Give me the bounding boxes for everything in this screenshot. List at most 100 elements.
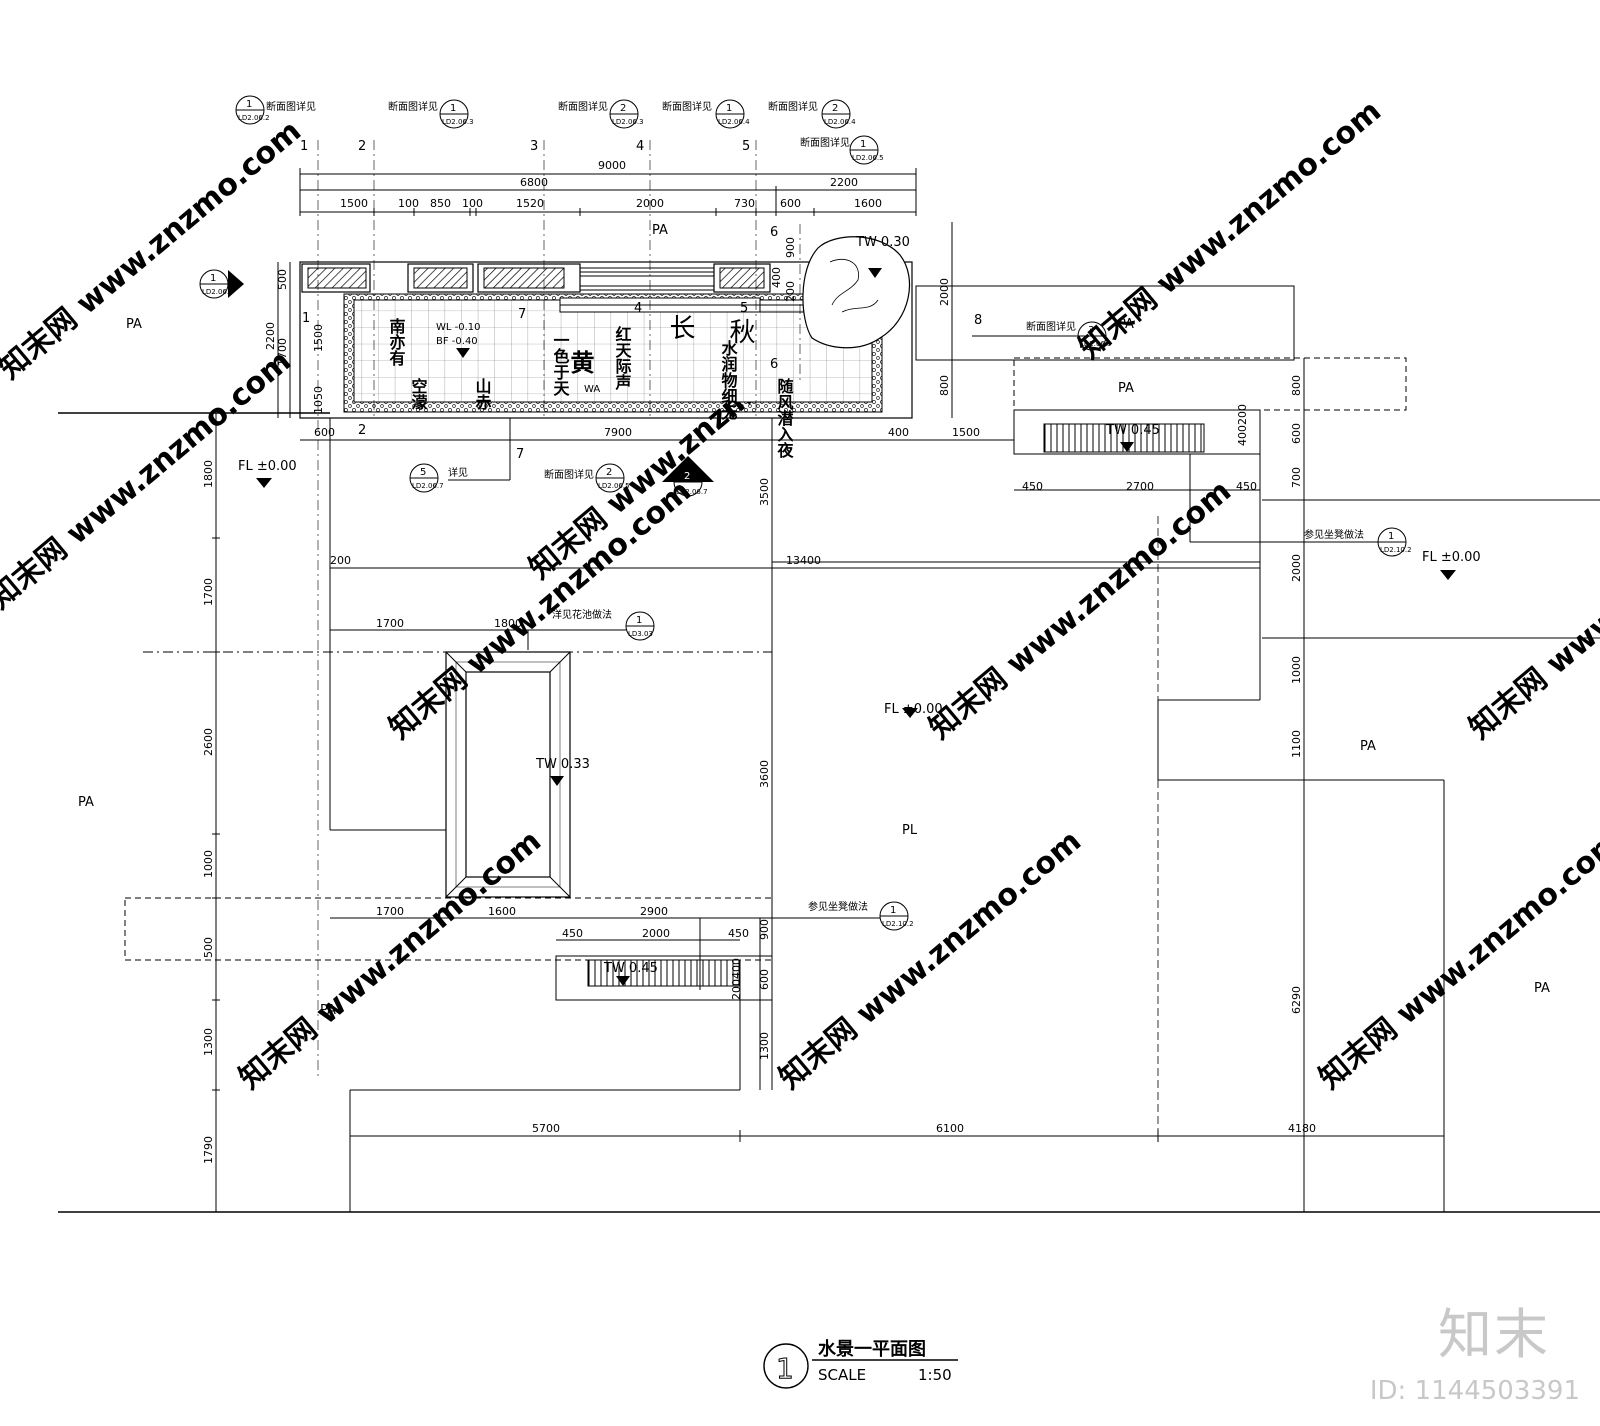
elevation-number: 1	[210, 273, 216, 284]
section-note: 断面图详见	[558, 100, 608, 113]
zone-label: PA	[1534, 981, 1550, 996]
dim-label: 600	[314, 426, 335, 439]
section-sheet: LD2.06.3	[442, 118, 474, 126]
elevation-mark-left: 1 LD2.06.7	[199, 269, 244, 299]
dim-label: 3500	[758, 478, 771, 506]
dim-label: 2200	[264, 322, 277, 350]
zone-label: PL	[902, 823, 918, 838]
axis-label: 6	[770, 357, 778, 372]
watermark-text: 知末网 www.znzmo.com	[383, 474, 698, 747]
level-label: TW 0.30	[855, 235, 910, 250]
watermark-text: 知末网 www.znzmo.com	[923, 474, 1238, 747]
level-marks: TW 0.30 WL -0.10 BF -0.40 WA TW 0.45 TW …	[238, 235, 1481, 986]
dim-label: 400	[770, 267, 783, 288]
detail-number: 1	[636, 615, 642, 626]
dim-label: 100	[462, 197, 483, 210]
dim-label: 13400	[786, 554, 821, 567]
dim-label: 1800	[202, 460, 215, 488]
section-ref: 5 LD2.06.7 详见	[409, 463, 468, 493]
section-ref: 1 LD2.06.4 断面图详见	[662, 99, 750, 129]
section-number: 2	[832, 103, 838, 114]
dim-label: 450	[728, 927, 749, 940]
dim-label: 100	[398, 197, 419, 210]
section-ref: 1 LD2.06.2 断面图详见	[235, 95, 316, 125]
dim-label: 1520	[516, 197, 544, 210]
section-note: 详见	[448, 466, 468, 479]
section-ref: 2 LD2.06.4 断面图详见	[768, 99, 856, 129]
elevation-number: 2	[684, 471, 690, 482]
section-sheet: LD2.06.5	[852, 154, 884, 162]
section-number: 2	[620, 103, 626, 114]
dim-label: 2700	[1126, 480, 1154, 493]
elevation-sheet: LD2.06.7	[676, 488, 708, 496]
dim-label: 2900	[640, 905, 668, 918]
dim-label: 1600	[488, 905, 516, 918]
section-note: 断面图详见	[800, 136, 850, 149]
dim-label: 1700	[276, 338, 289, 366]
dim-label: 6290	[1290, 986, 1303, 1014]
brand-watermark: 知末	[1438, 1303, 1550, 1366]
zone-label: PA	[320, 1003, 336, 1018]
drawing-title: 水景一平面图	[818, 1338, 926, 1360]
dim-label: 3600	[758, 760, 771, 788]
section-number: 5	[420, 467, 426, 478]
axis-label: 1	[300, 139, 308, 154]
elevation-mark-bottom: 2 LD2.06.7	[662, 456, 714, 497]
dim-label: 800	[1290, 375, 1303, 396]
detail-ref-bench-bottom: 1 LD2.10.2 参见坐凳做法	[808, 900, 914, 931]
dim-label: 4180	[1288, 1122, 1316, 1135]
section-ref: 3 LD2.06.5 断面图详见	[1026, 320, 1112, 351]
watermark-text: 知末网 www.znzmo.com	[1463, 474, 1600, 747]
detail-ref-bench-top: 1 LD2.10.2 参见坐凳做法	[1304, 527, 1412, 557]
dim-label: 2000	[636, 197, 664, 210]
dim-label: 6100	[936, 1122, 964, 1135]
section-ref: 2 LD2.06.3 断面图详见	[558, 99, 644, 129]
section-note: 断面图详见	[544, 468, 594, 481]
dim-label: 600	[780, 197, 801, 210]
section-ref: 2 LD2.06.5 断面图详见	[544, 463, 630, 493]
poem-column: 水润物细无	[719, 339, 739, 421]
mid-dimensions: 600 7900 400 1500 450 2700 450 200 13400…	[314, 426, 1316, 1135]
poem-column: 南亦有	[387, 317, 406, 367]
detail-sheet: LD2.10.2	[882, 920, 914, 928]
dim-label: 1300	[202, 1028, 215, 1056]
section-sheet: LD2.06.5	[1080, 340, 1112, 348]
right-vertical-dimensions: 800 600 400200 700 2000 1000 1100 6290	[1236, 375, 1303, 1014]
poem-column: 红天际声	[613, 325, 633, 391]
section-sheet: LD2.06.3	[612, 118, 644, 126]
zone-label: PA	[1360, 739, 1376, 754]
axis-label: 4	[636, 139, 644, 154]
section-number: 3	[1088, 325, 1094, 336]
dim-label: 1000	[1290, 656, 1303, 684]
section-sheet: LD2.06.5	[598, 482, 630, 490]
detail-sheet: LD3.03	[628, 630, 653, 638]
dim-label: 400200	[1236, 404, 1249, 446]
detail-note: 参见坐凳做法	[808, 900, 868, 913]
section-number: 1	[726, 103, 732, 114]
feature-vertical-dimensions: 500 2200 1700 1500 1050 900 400 200 2000…	[264, 237, 951, 414]
zone-label: PA	[652, 223, 668, 238]
axis-label: 5	[740, 301, 748, 316]
dim-label: 850	[430, 197, 451, 210]
drawing-title-block: 1 水景一平面图 SCALE 1:50	[763, 1338, 958, 1389]
axis-label: 2	[358, 423, 366, 438]
dim-label: 1100	[1290, 730, 1303, 758]
dim-label: 450	[1022, 480, 1043, 493]
section-note: 断面图详见	[662, 100, 712, 113]
zone-label: PA	[126, 317, 142, 332]
section-sheet: LD2.06.4	[824, 118, 856, 126]
section-sheet: LD2.06.2	[238, 114, 270, 122]
dim-label: 2600	[202, 728, 215, 756]
dim-label: 2000	[1290, 554, 1303, 582]
dim-label: 900	[784, 237, 797, 258]
watermark-text: 知末网 www.znzmo.com	[1313, 824, 1600, 1097]
zone-label: PA	[1118, 317, 1134, 332]
axis-label: 6	[770, 225, 778, 240]
section-note: 断面图详见	[1026, 320, 1076, 333]
poem-inscription: 随风潜入夜 水润物细无 秋 长 红天际声 一色于天 黄 山赤 南亦有 空濛	[387, 314, 795, 459]
dim-label: 400	[888, 426, 909, 439]
dim-label: 1700	[376, 617, 404, 630]
level-label: TW 0.45	[1105, 423, 1160, 438]
dim-label: 500	[276, 269, 289, 290]
dim-label: 5700	[532, 1122, 560, 1135]
